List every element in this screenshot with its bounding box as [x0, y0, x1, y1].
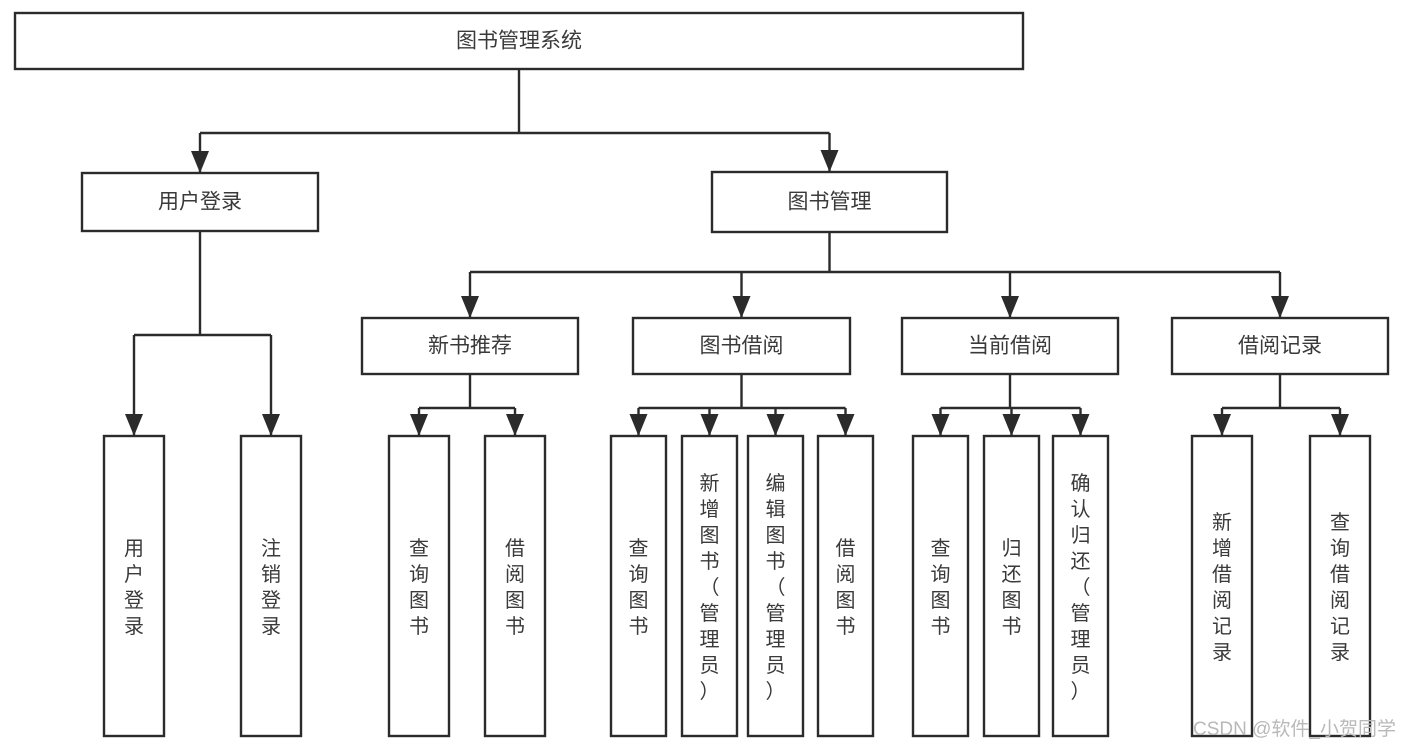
node-query-book-1[interactable]: 查询图书: [387, 434, 451, 738]
node-new-book-recommend[interactable]: 新书推荐: [360, 316, 580, 376]
node-user-login-do[interactable]: 用户登录: [102, 434, 166, 738]
node-label-query-book-1: 查询图书: [409, 537, 429, 638]
connector-layer: [125, 69, 1349, 436]
node-query-book-3[interactable]: 查询图书: [911, 434, 970, 738]
node-label-book-borrow: 图书借阅: [700, 335, 784, 358]
node-box-user-logout: [239, 434, 303, 738]
node-label-undefined: 图书管理系统: [456, 30, 582, 53]
arrow-head-icon: [1001, 296, 1019, 318]
node-label-query-book-3: 查询图书: [931, 537, 951, 638]
node-box-query-book-2: [609, 434, 668, 738]
arrow-head-icon: [820, 150, 839, 172]
arrow-head-icon: [1213, 414, 1231, 436]
node-label-query-borrow-record: 查询借阅记录: [1330, 511, 1350, 664]
node-label-add-borrow-record: 新增借阅记录: [1212, 511, 1232, 664]
node-borrow-book-2[interactable]: 借阅图书: [816, 434, 875, 738]
node-book-manage[interactable]: 图书管理: [710, 170, 949, 234]
node-label-borrow-record: 借阅记录: [1238, 335, 1322, 358]
node-user-login[interactable]: 用户登录: [80, 171, 320, 233]
node-label-confirm-return-admin: 确认归还（管理员）: [1071, 472, 1091, 703]
node-current-borrow[interactable]: 当前借阅: [900, 316, 1120, 376]
arrow-head-icon: [700, 414, 719, 436]
node-label-new-book-recommend: 新书推荐: [428, 335, 512, 358]
arrow-head-icon: [1002, 414, 1021, 436]
node-box-current-borrow: [900, 316, 1120, 376]
node-label-borrow-book-2: 借阅图书: [836, 537, 856, 638]
node-box-add-borrow-record: [1190, 434, 1254, 738]
arrow-head-icon: [732, 296, 751, 318]
node-return-book[interactable]: 归还图书: [982, 434, 1041, 738]
node-borrow-book-1[interactable]: 借阅图书: [483, 434, 547, 738]
node-box-user-login-do: [102, 434, 166, 738]
node-box-book-manage: [710, 170, 949, 234]
arrow-head-icon: [125, 414, 143, 436]
node-box-borrow-record: [1170, 316, 1390, 376]
node-layer: 图书管理系统用户登录用户登录注销登录图书管理新书推荐查询图书借阅图书图书借阅查询…: [13, 11, 1390, 738]
node-label-edit-book-admin: 编辑图书（管理员）: [766, 472, 786, 703]
node-box-user-login: [80, 171, 320, 233]
node-box-new-book-recommend: [360, 316, 580, 376]
node-box-edit-book-admin: [746, 434, 805, 738]
arrow-head-icon: [931, 414, 950, 436]
node-borrow-record[interactable]: 借阅记录: [1170, 316, 1390, 376]
node-box-add-book-admin: [680, 434, 739, 738]
node-box-query-book-1: [387, 434, 451, 738]
node-label-book-manage: 图书管理: [788, 191, 872, 214]
arrow-head-icon: [629, 414, 648, 436]
node-box-undefined: [13, 11, 1025, 71]
node-book-borrow[interactable]: 图书借阅: [631, 316, 852, 376]
arrow-head-icon: [262, 414, 280, 436]
arrow-head-icon: [461, 296, 479, 318]
node-query-borrow-record[interactable]: 查询借阅记录: [1308, 434, 1372, 738]
node-add-borrow-record[interactable]: 新增借阅记录: [1190, 434, 1254, 738]
node-label-user-login-do: 用户登录: [124, 538, 144, 638]
node-box-query-book-3: [911, 434, 970, 738]
arrow-head-icon: [1071, 414, 1090, 436]
node-query-book-2[interactable]: 查询图书: [609, 434, 668, 738]
arrow-head-icon: [836, 414, 855, 436]
node-label-user-logout: 注销登录: [261, 537, 281, 638]
node-box-return-book: [982, 434, 1041, 738]
node-box-borrow-book-1: [483, 434, 547, 738]
arrow-head-icon: [191, 151, 209, 173]
node-box-borrow-book-2: [816, 434, 875, 738]
arrow-head-icon: [410, 414, 428, 436]
node-add-book-admin[interactable]: 新增图书（管理员）: [680, 434, 739, 738]
node-box-query-borrow-record: [1308, 434, 1372, 738]
csdn-watermark: CSDN @软件_小贺同学: [1193, 718, 1396, 740]
node-confirm-return-admin[interactable]: 确认归还（管理员）: [1051, 434, 1110, 738]
node-label-add-book-admin: 新增图书（管理员）: [700, 472, 720, 703]
arrow-head-icon: [1331, 414, 1349, 436]
node-box-book-borrow: [631, 316, 852, 376]
node-label-borrow-book-1: 借阅图书: [505, 537, 525, 638]
node-user-logout[interactable]: 注销登录: [239, 434, 303, 738]
node-label-user-login: 用户登录: [158, 191, 242, 214]
node-label-return-book: 归还图书: [1002, 537, 1022, 638]
node-label-current-borrow: 当前借阅: [968, 335, 1052, 358]
node-undefined[interactable]: 图书管理系统: [13, 11, 1025, 71]
arrow-head-icon: [506, 414, 524, 436]
arrow-head-icon: [766, 414, 785, 436]
node-edit-book-admin[interactable]: 编辑图书（管理员）: [746, 434, 805, 738]
node-box-confirm-return-admin: [1051, 434, 1110, 738]
arrow-head-icon: [1271, 296, 1289, 318]
node-label-query-book-2: 查询图书: [629, 537, 649, 638]
